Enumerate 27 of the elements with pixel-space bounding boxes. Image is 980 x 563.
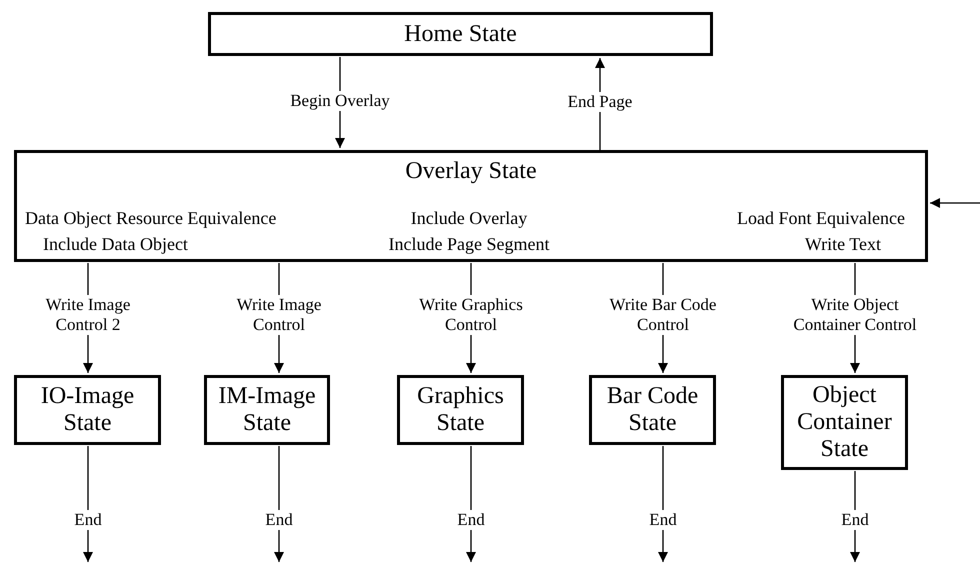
state-box — [208, 12, 713, 56]
state-title: Graphics State — [416, 383, 505, 437]
edge-label: End — [263, 510, 295, 530]
state-box — [397, 375, 524, 445]
state-title: Bar Code State — [606, 383, 700, 437]
edge-label: End — [839, 510, 871, 530]
action-text: Data Object Resource Equivalence — [25, 207, 276, 229]
state-box — [781, 375, 908, 470]
state-title: Overlay State — [404, 157, 538, 185]
arrow — [930, 198, 980, 208]
edge-label: End — [72, 510, 104, 530]
state-title: IM-Image State — [217, 383, 317, 437]
state-box — [14, 375, 161, 445]
edge-label: End — [647, 510, 679, 530]
edge-label: End — [455, 510, 487, 530]
action-text: Include Page Segment — [388, 233, 550, 255]
edge-label: End Page — [566, 92, 634, 112]
state-title: Object Container State — [796, 382, 893, 463]
action-text: Load Font Equivalence — [737, 207, 905, 229]
state-box — [204, 375, 330, 445]
state-title: IO-Image State — [40, 383, 136, 437]
state-title: Home State — [403, 20, 518, 48]
state-box — [589, 375, 716, 445]
state-box — [14, 150, 928, 262]
action-text: Write Text — [804, 233, 881, 255]
edge-label: Begin Overlay — [288, 90, 392, 110]
action-text: Include Data Object — [43, 233, 188, 255]
